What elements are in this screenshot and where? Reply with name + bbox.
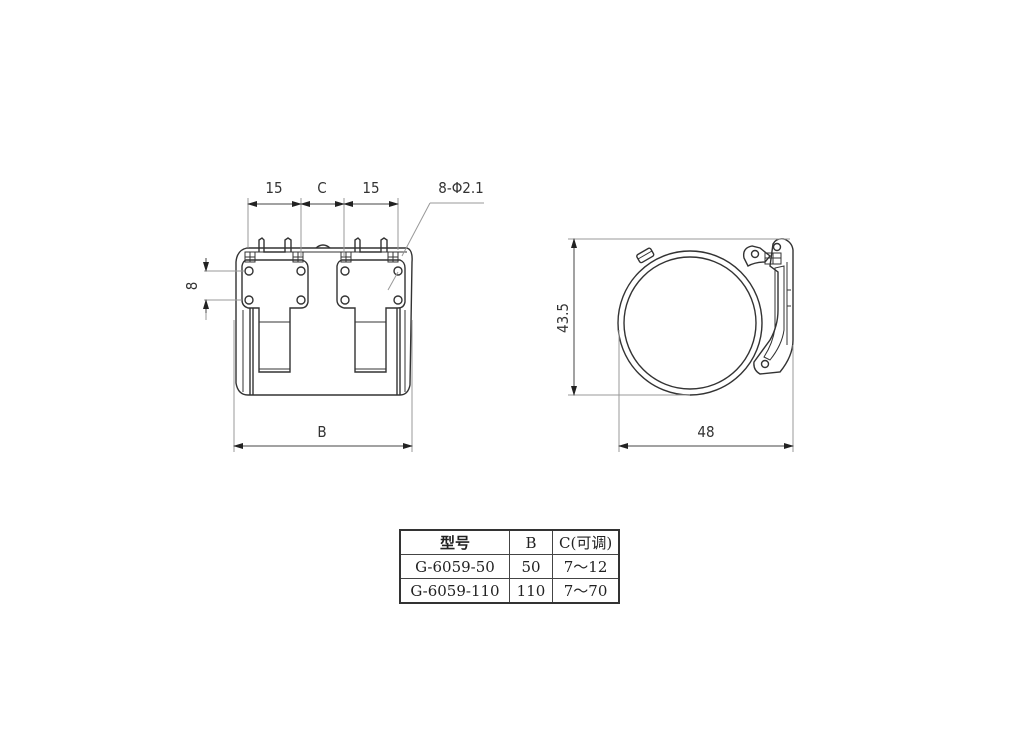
dim-b: B xyxy=(317,423,326,441)
dim-holes: 8-Φ2.1 xyxy=(438,179,484,197)
dim-height: 43.5 xyxy=(554,303,572,333)
side-view-dimensions xyxy=(568,238,794,452)
cell-c: 7～12 xyxy=(552,554,620,579)
front-view-dimensions xyxy=(203,198,484,452)
header-model: 型号 xyxy=(399,529,510,555)
front-view-labels: 15 C 15 8-Φ2.1 8 B xyxy=(183,179,484,441)
table-header-row: 型号 B C(可调) xyxy=(399,529,620,555)
dim-width: 48 xyxy=(697,423,714,441)
dim-15-left: 15 xyxy=(265,179,282,197)
table-row: G-6059-50 50 7～12 xyxy=(399,554,620,579)
cell-model: G-6059-50 xyxy=(399,554,510,579)
dim-c: C xyxy=(317,179,326,197)
cell-model: G-6059-110 xyxy=(399,578,510,604)
dim-15-right: 15 xyxy=(362,179,379,197)
spec-table: 型号 B C(可调) G-6059-50 50 7～12 G-6059-110 … xyxy=(399,529,621,604)
side-view-labels: 43.5 48 xyxy=(554,303,715,441)
cell-b: 110 xyxy=(509,578,553,604)
cell-c: 7～70 xyxy=(552,578,620,604)
header-c: C(可调) xyxy=(552,529,620,555)
table-row: G-6059-110 110 7～70 xyxy=(399,578,620,604)
side-view xyxy=(617,238,794,396)
dim-8: 8 xyxy=(183,282,201,291)
cell-b: 50 xyxy=(509,554,553,579)
front-view xyxy=(235,237,413,396)
header-b: B xyxy=(509,529,553,555)
